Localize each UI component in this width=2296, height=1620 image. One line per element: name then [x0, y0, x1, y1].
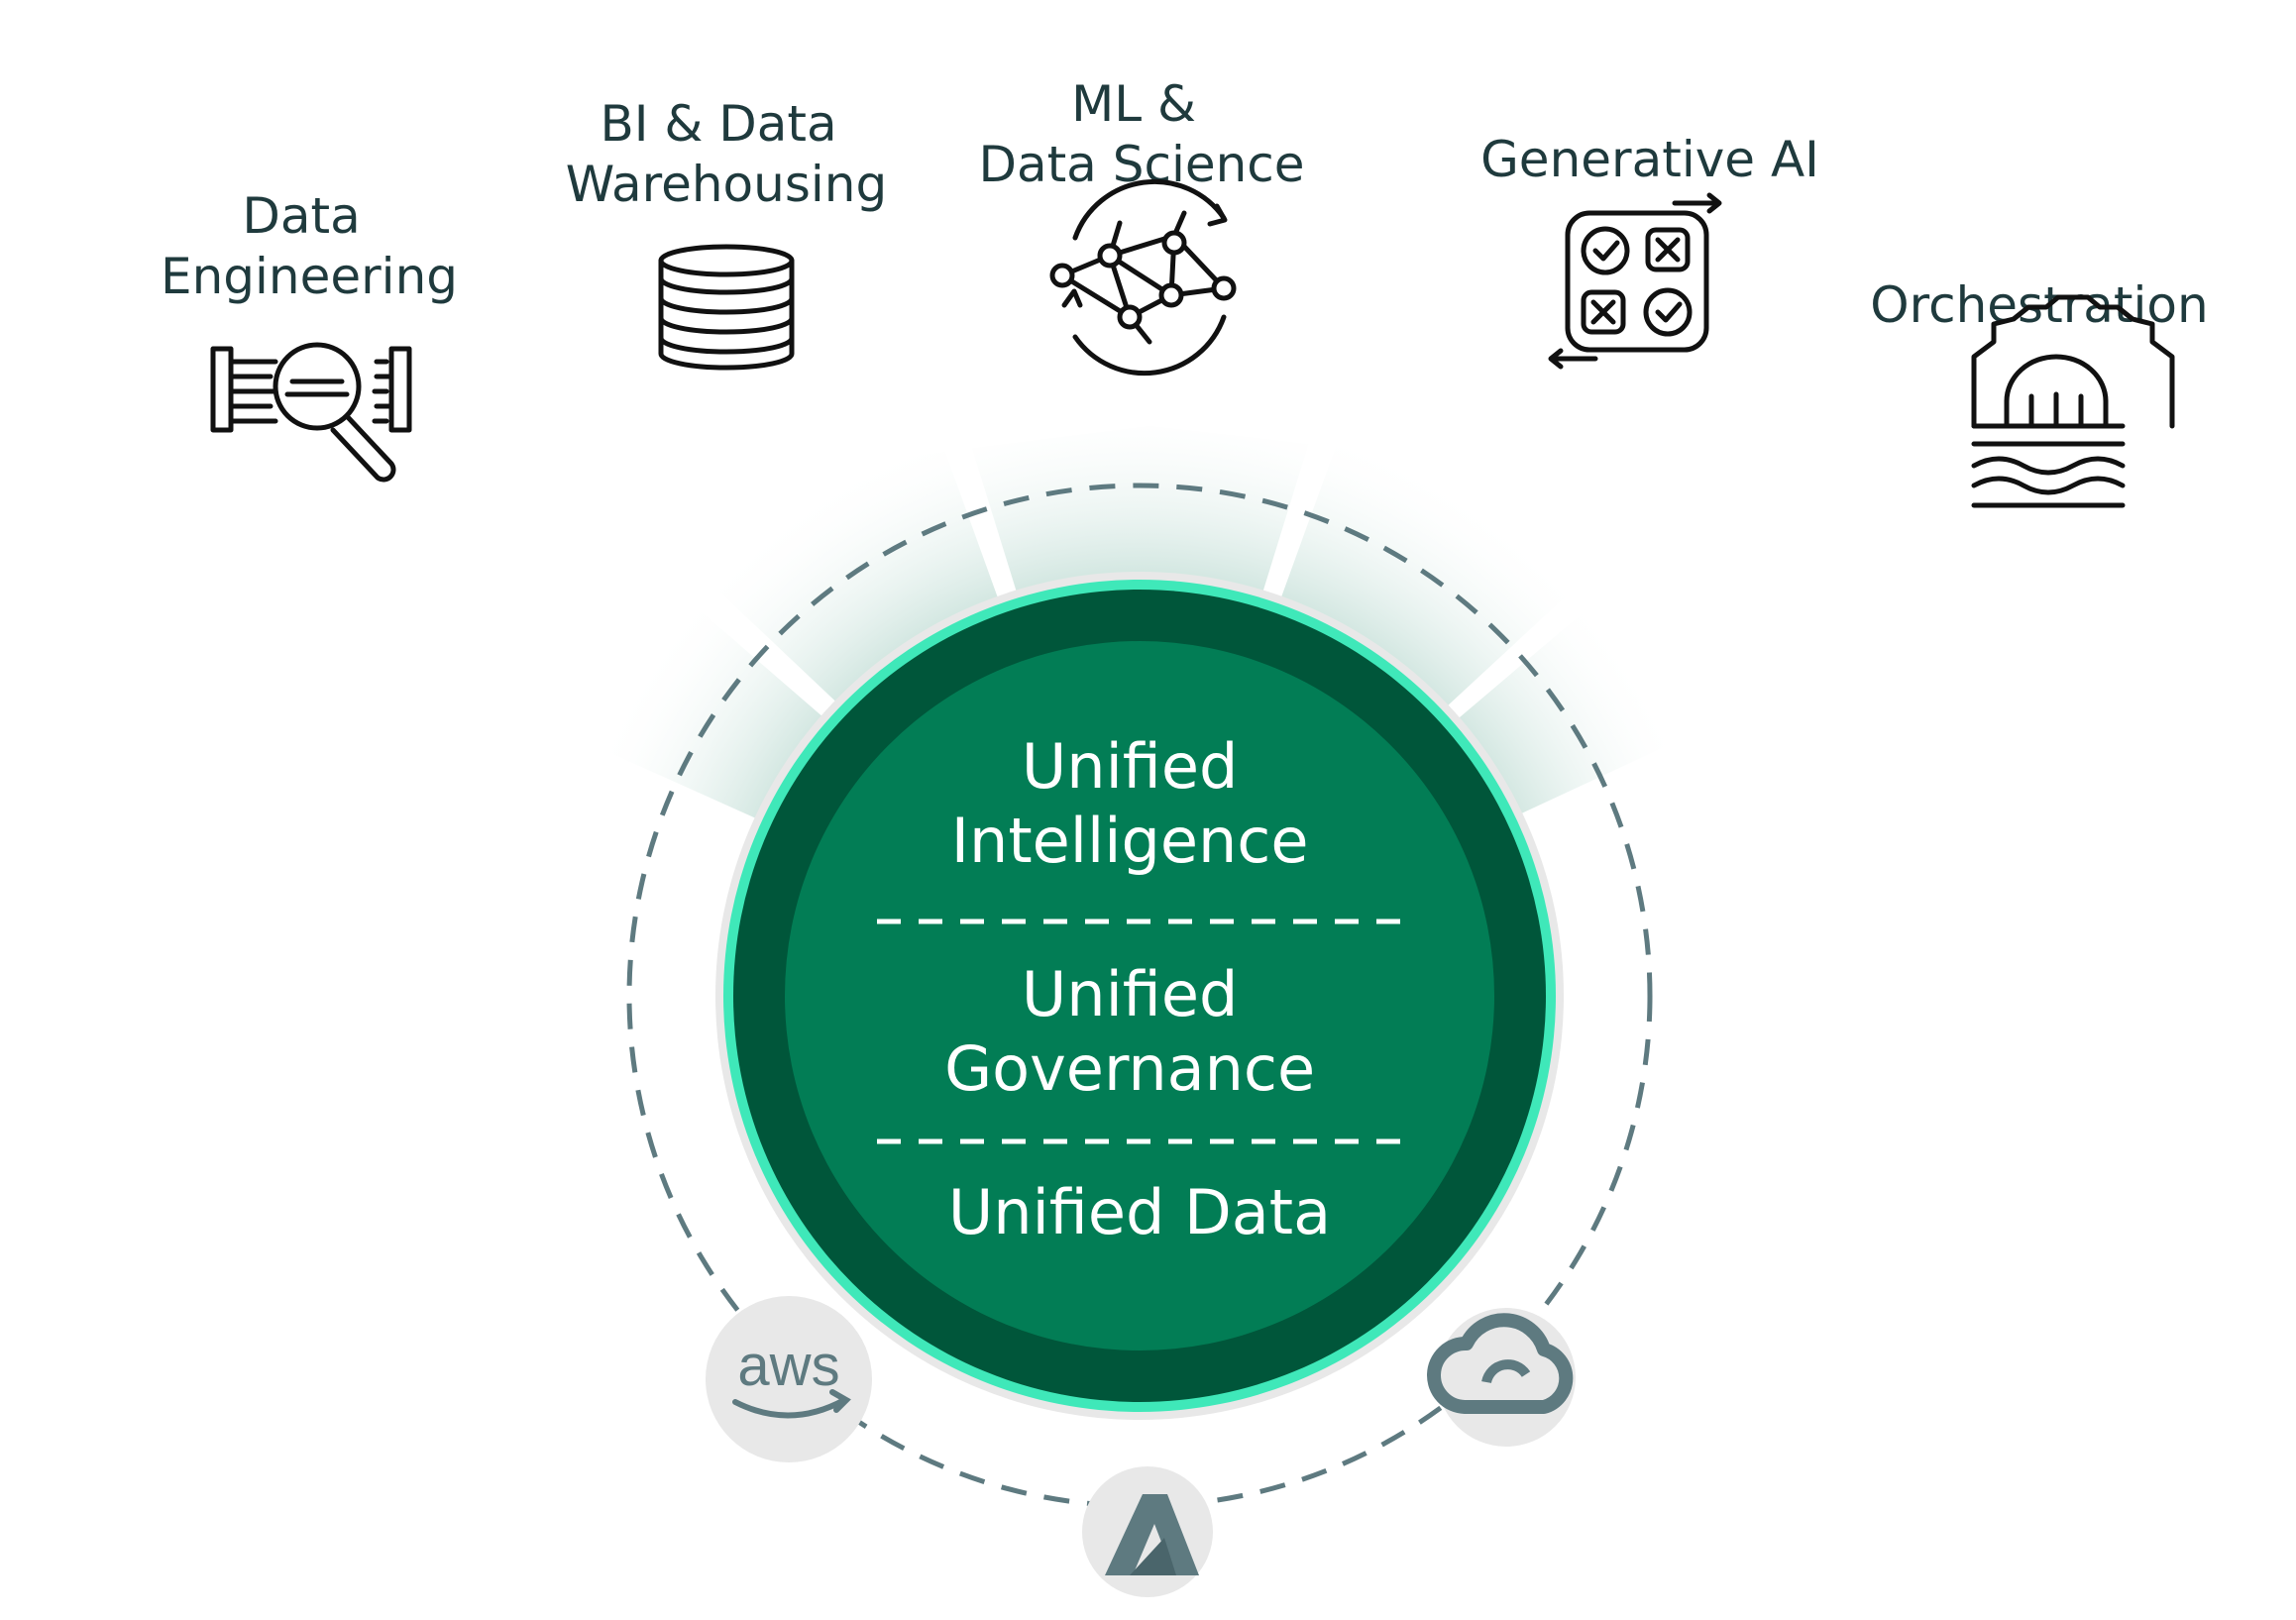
aws-logo-icon [732, 1389, 851, 1419]
aws-badge: aws [706, 1296, 872, 1462]
azure-logo-icon [1105, 1494, 1199, 1575]
aws-logo-text: aws [737, 1334, 839, 1398]
workload-genai-line1: Generative AI [1480, 131, 1819, 188]
generative-ai-icon [1548, 192, 1722, 370]
workload-bi-line2: Warehousing [566, 156, 887, 213]
svg-text:ML & Data Science: ML & Data Science [978, 75, 1304, 193]
workload-data-engineering-line1: Data [242, 187, 360, 245]
google-cloud-badge [1427, 1308, 1576, 1447]
workload-bi-line1: BI & Data [600, 95, 836, 153]
workload-ml-line1: ML & [1071, 75, 1196, 133]
workload-data-engineering-line2: Engineering [161, 248, 458, 305]
core-intelligence-line2: Intelligence [951, 805, 1309, 877]
svg-text:Data Engineering: Data Engineering [161, 187, 458, 305]
svg-text:Generative AI: Generative AI [1480, 131, 1819, 188]
svg-text:BI & Data Warehousing: BI & Data Warehousing [566, 95, 887, 213]
core-data-line1: Unified Data [948, 1176, 1331, 1248]
orchestration-icon [1971, 294, 2175, 508]
ml-network-icon [1049, 178, 1237, 377]
google-cloud-icon [1427, 1313, 1574, 1414]
data-engineering-icon [210, 342, 412, 483]
svg-text:Unified Intelligence: Unified Intelligence Unified Governance … [944, 730, 1335, 1248]
database-icon [658, 244, 795, 371]
core-circle: Unified Intelligence Unified Governance … [715, 572, 1564, 1420]
core-governance-line1: Unified [1022, 958, 1238, 1030]
core-intelligence-line1: Unified [1022, 730, 1238, 803]
azure-badge [1082, 1466, 1213, 1597]
core-governance-line2: Governance [944, 1032, 1315, 1105]
